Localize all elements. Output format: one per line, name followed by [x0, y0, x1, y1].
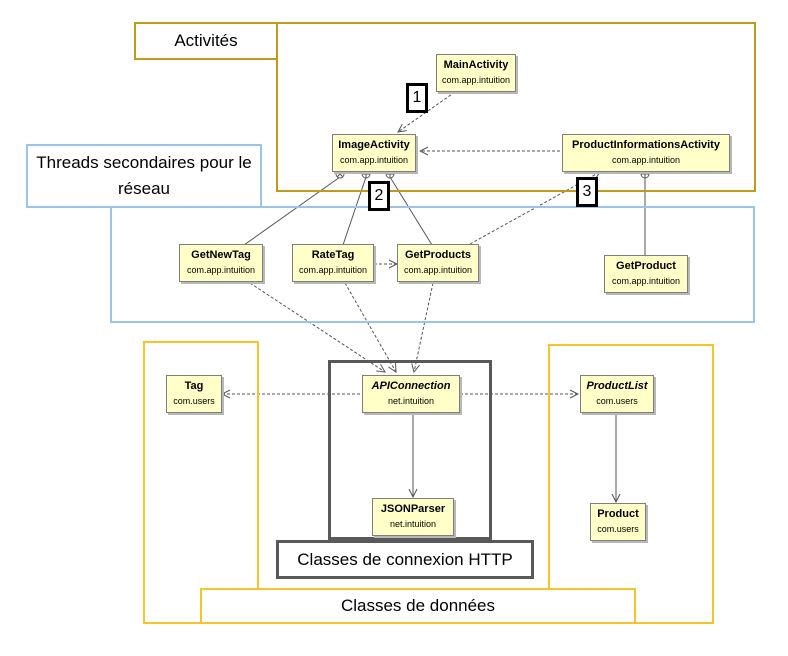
class-name: ProductList	[586, 380, 648, 392]
class-name: Product	[597, 508, 639, 520]
activities-label: Activités	[134, 22, 278, 60]
class-package: com.app.intuition	[339, 155, 409, 165]
class-tag: Tag com.users	[166, 375, 222, 413]
class-package: com.app.intuition	[611, 155, 681, 165]
class-package: com.users	[173, 396, 215, 406]
class-name: GetProducts	[404, 249, 471, 261]
nesting-marker-4	[640, 169, 650, 179]
class-package: com.app.intuition	[403, 265, 473, 275]
edge-getnewtag-to-api	[249, 282, 385, 372]
edge-ratetag-to-api	[344, 282, 396, 372]
class-package: net.intuition	[389, 519, 437, 529]
class-image-activity: ImageActivity com.app.intuition	[332, 134, 416, 172]
class-name: APIConnection	[371, 380, 451, 392]
class-product: Product com.users	[590, 503, 646, 541]
class-name: MainActivity	[443, 59, 509, 71]
class-api-connection: APIConnection net.intuition	[362, 375, 460, 413]
class-package: com.app.intuition	[611, 276, 681, 286]
class-name: RateTag	[311, 249, 355, 261]
class-name: ProductInformationsActivity	[572, 139, 720, 151]
class-package: net.intuition	[387, 396, 435, 406]
class-get-product: GetProduct com.app.intuition	[604, 255, 688, 293]
class-product-list: ProductList com.users	[580, 375, 654, 413]
class-main-activity: MainActivity com.app.intuition	[436, 54, 516, 92]
threads-label: Threads secondaires pour le réseau	[26, 144, 262, 208]
edge-image-ratetag	[342, 176, 367, 246]
class-json-parser: JSONParser net.intuition	[372, 498, 454, 536]
class-name: JSONParser	[380, 503, 446, 515]
http-classes-label: Classes de connexion HTTP	[276, 540, 534, 579]
step-badge-2: 2	[368, 181, 390, 211]
class-name: Tag	[184, 380, 204, 392]
activities-frame	[276, 22, 756, 192]
class-package: com.app.intuition	[186, 265, 256, 275]
http-classes-frame	[328, 360, 492, 540]
class-get-products: GetProducts com.app.intuition	[397, 244, 479, 282]
edge-getproducts-to-api	[414, 282, 434, 372]
edge-image-getproducts	[389, 176, 433, 246]
class-product-informations-activity: ProductInformationsActivity com.app.intu…	[562, 134, 730, 172]
class-name: ImageActivity	[338, 139, 410, 151]
class-rate-tag: RateTag com.app.intuition	[292, 244, 374, 282]
edge-main-to-image	[398, 91, 456, 132]
class-package: com.users	[597, 524, 639, 534]
edge-image-getnewtag	[243, 176, 341, 246]
class-name: GetNewTag	[191, 249, 251, 261]
class-package: com.app.intuition	[441, 75, 511, 85]
class-package: com.users	[596, 396, 638, 406]
class-get-new-tag: GetNewTag com.app.intuition	[179, 244, 263, 282]
data-classes-label: Classes de données	[200, 588, 636, 624]
class-package: com.app.intuition	[298, 265, 368, 275]
class-name: GetProduct	[616, 260, 676, 272]
threads-frame	[110, 206, 755, 323]
step-badge-1: 1	[406, 83, 428, 113]
step-badge-3: 3	[576, 177, 598, 207]
